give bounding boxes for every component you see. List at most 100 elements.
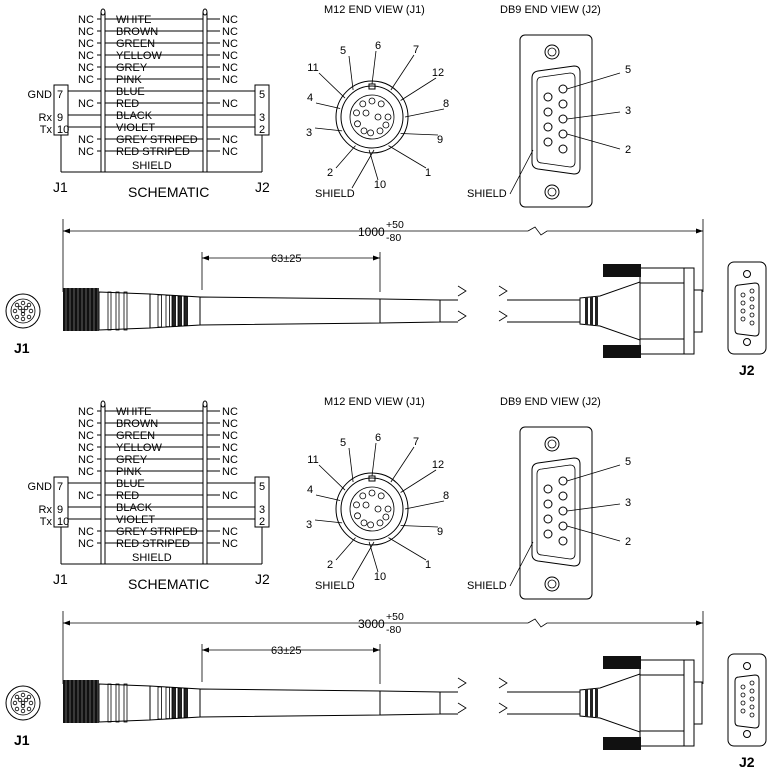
- m12-pin: [382, 121, 390, 129]
- m12-pin-label: 7: [413, 44, 419, 56]
- j1-label: J1: [53, 179, 68, 195]
- m12-leader: [335, 145, 356, 169]
- wire-label: PINK: [116, 74, 142, 86]
- m12-inner-ring: [340, 85, 404, 149]
- knurl-body: [63, 288, 99, 331]
- wire-label: WHITE: [116, 406, 151, 418]
- nc-label-right: NC: [222, 14, 238, 26]
- nc-label-right: NC: [222, 406, 238, 418]
- j2-pin: [740, 708, 746, 714]
- m12-pin-label: 6: [375, 40, 381, 52]
- wire-label: RED: [116, 490, 139, 502]
- j1-face-pin: [20, 703, 26, 709]
- nc-label-left: NC: [78, 26, 94, 38]
- j1-face-pin: [26, 314, 32, 320]
- m12-outer-ring: [335, 80, 409, 154]
- j1-pin-number: 10: [57, 516, 69, 528]
- m12-leader: [404, 108, 445, 118]
- j2-pin-number: 5: [259, 481, 265, 493]
- m12-pin: [377, 492, 385, 500]
- j1-face-pin: [28, 308, 34, 314]
- j2-pin: [749, 296, 755, 302]
- db9-flange-side: [683, 659, 695, 747]
- nc-label-right: NC: [222, 62, 238, 74]
- m12-pin-label: 9: [437, 134, 443, 146]
- j1-signal-label: Rx: [39, 504, 53, 516]
- j2-pin: [749, 704, 755, 710]
- db9-pin-label: 3: [625, 497, 631, 509]
- db9-pin: [558, 506, 568, 516]
- m12-pin-label: 6: [375, 432, 381, 444]
- m12-pin-label: 8: [443, 490, 449, 502]
- nc-label-right: NC: [222, 490, 238, 502]
- j1-pin-number: 9: [57, 504, 63, 516]
- body-rib: [107, 291, 112, 331]
- j2-shell: [734, 674, 760, 729]
- db9-leader-2: [566, 133, 621, 150]
- nc-label-left: NC: [78, 14, 94, 26]
- j1-signal-label: GND: [28, 481, 53, 493]
- j2-pin-box: 532: [254, 84, 270, 136]
- j2-hole: [743, 730, 751, 738]
- m12-pin: [376, 127, 384, 135]
- db9-pin: [558, 129, 568, 139]
- nc-label-right: NC: [222, 526, 238, 538]
- m12-leader: [314, 127, 343, 132]
- m12-pin: [362, 501, 370, 509]
- j2-pin: [740, 692, 746, 698]
- db9-pin: [543, 137, 553, 147]
- j2-label: J2: [255, 571, 270, 587]
- m12-leader: [388, 145, 427, 169]
- db9-screw-hole-top-inner: [547, 47, 557, 57]
- m12-shield-label: SHIELD: [315, 188, 355, 200]
- wire-label: GREY STRIPED: [116, 526, 198, 538]
- j2-front-face: [727, 653, 767, 747]
- nc-label-left: NC: [78, 466, 94, 478]
- cable-stripped-section: [379, 298, 441, 324]
- j2-front-face: [727, 261, 767, 355]
- m12-pin-label: 10: [374, 571, 386, 583]
- boot-rib: [171, 295, 176, 327]
- db9-pin-label: 2: [625, 144, 631, 156]
- db9-pin-label: 5: [625, 64, 631, 76]
- strain-rib: [585, 689, 588, 717]
- db9-shield-leader: [509, 149, 534, 195]
- wire-label: WHITE: [116, 14, 151, 26]
- cable-break-left: [457, 285, 467, 322]
- j1-face-pin: [28, 700, 34, 706]
- thumbscrew-top: [603, 656, 641, 669]
- strain-rib: [590, 297, 593, 325]
- db9-screw-hole-top-inner: [547, 439, 557, 449]
- m12-leader: [348, 55, 354, 91]
- j2-pin: [749, 304, 755, 310]
- j2-flange: [727, 261, 767, 355]
- nc-label-left: NC: [78, 50, 94, 62]
- boot-rib: [183, 296, 188, 326]
- j1-face-pin: [20, 700, 26, 706]
- j1-face-pin: [20, 300, 26, 306]
- j2-pin-number: 5: [259, 89, 265, 101]
- wire-label: YELLOW: [116, 50, 162, 62]
- db9-shell: [531, 457, 581, 567]
- m12-pin-label: 5: [340, 437, 346, 449]
- m12-coupling-nut: [63, 288, 99, 331]
- j2-hole: [743, 270, 751, 278]
- m12-shield-leader: [351, 541, 375, 581]
- boot-rib: [165, 294, 170, 327]
- schematic-title: SCHEMATIC: [128, 576, 209, 592]
- thumbscrew-top: [603, 264, 641, 277]
- m12-leader: [400, 525, 439, 528]
- m12-pin: [384, 505, 392, 513]
- j2-hole: [743, 662, 751, 670]
- wire-label: BLACK: [116, 502, 153, 514]
- m12-pin: [354, 120, 361, 128]
- m12-pin: [368, 489, 376, 497]
- j2-pin: [740, 292, 746, 298]
- m12-pin-label: 12: [432, 459, 444, 471]
- nc-label-left: NC: [78, 454, 94, 466]
- dim-break: [527, 618, 703, 628]
- db9-pin: [543, 92, 553, 102]
